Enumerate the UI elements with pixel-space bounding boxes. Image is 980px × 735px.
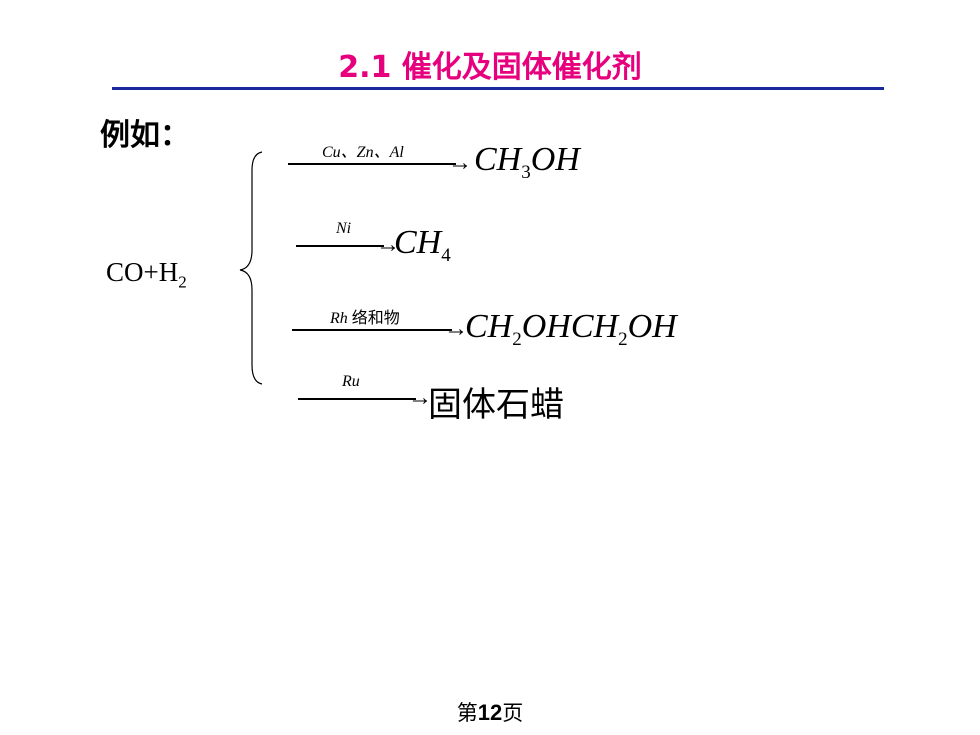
page-prefix: 第 (456, 701, 478, 725)
product-2-sub: 4 (441, 245, 451, 266)
reactant-main: CO+H (106, 257, 179, 287)
page-number-value: 12 (477, 700, 503, 725)
product-3-sub-1: 2 (512, 329, 522, 350)
product-1: CH3OH (474, 141, 580, 184)
product-4: 固体石蜡 (428, 385, 564, 425)
product-3: CH2OHCH2OH (465, 308, 677, 351)
arrow-head-3: → (444, 316, 468, 342)
product-2: CH4 (394, 224, 451, 267)
page-title: 2.1 催化及固体催化剂 (338, 50, 642, 85)
product-1-sub: 3 (521, 162, 531, 183)
title-divider (112, 87, 884, 90)
reactant-formula: CO+H2 (106, 257, 187, 292)
curly-brace (239, 151, 263, 385)
arrow-head-1: → (448, 150, 472, 176)
catalyst-3-italic: Rh (330, 310, 348, 327)
reactant-subscript: 2 (178, 272, 187, 292)
catalyst-3-cn: 络和物 (347, 310, 400, 327)
product-1-part-a: CH (474, 141, 522, 178)
arrow-head-4: → (408, 385, 432, 411)
arrow-line-3 (292, 329, 452, 331)
arrow-line-2 (296, 245, 384, 247)
arrow-head-2: → (376, 232, 400, 258)
product-3-part-b: OHCH (521, 308, 619, 345)
product-1-part-b: OH (530, 141, 580, 178)
page-suffix: 页 (502, 701, 524, 725)
page-number: 第12页 (0, 697, 980, 727)
arrow-line-1 (288, 163, 456, 165)
product-3-sub-2: 2 (618, 329, 628, 350)
product-3-part-a: CH (465, 308, 513, 345)
product-2-part-a: CH (394, 224, 442, 261)
example-label: 例如： (100, 118, 190, 153)
catalyst-label-4: Ru (342, 373, 360, 390)
catalyst-label-3: Rh 络和物 (330, 304, 400, 328)
catalyst-label-2: Ni (336, 220, 352, 237)
catalyst-label-1: Cu、Zn、Al (322, 144, 404, 161)
arrow-line-4 (298, 398, 416, 400)
product-3-part-c: OH (627, 308, 677, 345)
